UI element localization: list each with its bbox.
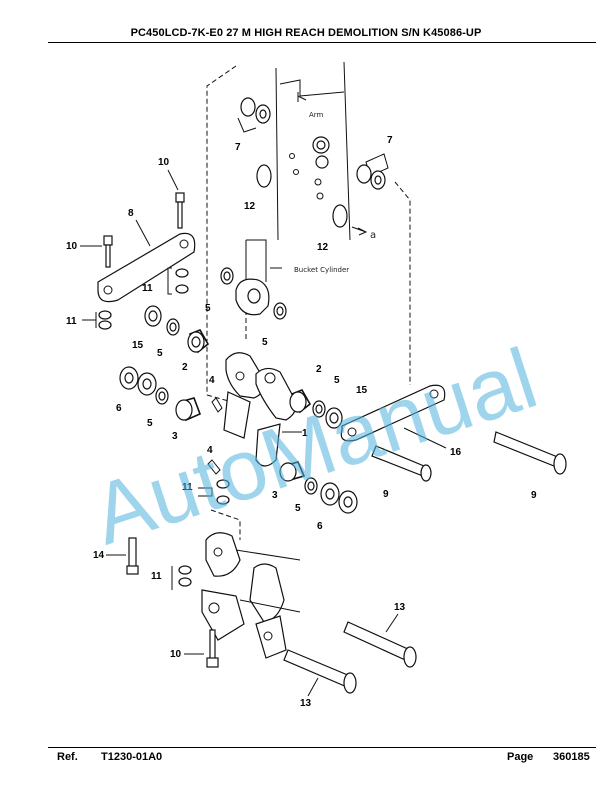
part-13-pin [343,621,417,668]
callout-2: 2 [316,364,322,375]
callout-11: 11 [182,482,193,493]
part-10-bolt [103,235,113,268]
callout-7: 7 [235,142,241,153]
callout-13: 13 [394,602,406,613]
leader-13 [307,677,319,697]
part-4-fitting [207,459,221,475]
callout-7: 7 [387,135,393,146]
watermark: AutoManual [82,330,548,563]
callout-10: 10 [66,241,78,252]
callout-14: 14 [93,550,105,561]
part-9-pin [371,445,432,482]
part-10-bolt [206,629,219,668]
callout-4: 4 [207,445,213,456]
part-2-bushing [187,328,210,354]
part-6-shims [320,482,358,514]
part-2-bushing [289,388,312,414]
callout-10: 10 [158,157,170,168]
leader-10 [167,169,179,191]
ref-a-label: a [370,230,376,241]
part-15-shim [325,407,343,429]
part-7-right [356,153,389,190]
callout-10: 10 [170,649,182,660]
callout-6: 6 [116,403,122,414]
part-5-bushing [273,302,287,320]
callout-13: 13 [300,698,312,709]
leader-13 [385,613,399,633]
header-rule [48,42,596,43]
lower-bracket [201,532,301,659]
callout-2: 2 [182,362,188,373]
part-10-bolt [175,192,185,229]
part-8-link [97,232,196,303]
footer-ref-label: Ref. [57,751,78,763]
part-16-link [340,384,446,442]
leader-16 [403,427,447,449]
arm-label: Arm [309,111,324,119]
callout-11: 11 [151,571,162,582]
arm-structure [275,61,351,241]
part-5-bushing [312,400,326,418]
part-12-ring [332,204,348,228]
part-3-bushing [279,461,306,482]
footer-ref-value: T1230-01A0 [101,751,163,763]
callout-6: 6 [317,521,323,532]
callout-3: 3 [272,490,278,501]
callout-11: 11 [66,316,77,327]
part-14-bolt [126,537,139,575]
part-13-pin [283,649,357,694]
part-11-nuts [198,479,230,505]
bucket-cylinder [235,239,270,316]
part-15-shim [144,305,162,327]
part-5-bushing [166,318,180,336]
callout-5: 5 [147,418,153,429]
footer-page-value: 360185 [553,751,590,763]
callout-12: 12 [317,242,329,253]
page-title: PC450LCD-7K-E0 27 M HIGH REACH DEMOLITIO… [130,27,482,39]
part-4-fitting [211,397,223,413]
callout-5: 5 [205,303,211,314]
part-12-ring [256,164,272,188]
callout-9: 9 [531,490,537,501]
callout-5: 5 [334,375,340,386]
callout-15: 15 [132,340,144,351]
leader-right [394,181,411,385]
callout-12: 12 [244,201,256,212]
callout-3: 3 [172,431,178,442]
part-5-bushing [220,267,234,285]
part-1-link [223,352,297,467]
part-11-nuts [171,565,192,590]
callout-5: 5 [157,348,163,359]
part-7-upper [237,97,271,133]
callout-8: 8 [128,208,134,219]
leader-8 [135,219,151,247]
callout-16: 16 [450,447,462,458]
part-11-nuts [167,267,189,295]
callout-9: 9 [383,489,389,500]
part-6-shims [119,366,157,396]
callout-4: 4 [209,375,215,386]
part-9-pin [493,431,567,475]
part-5-bushing [155,387,169,405]
callout-5: 5 [295,503,301,514]
callout-1: 1 [302,428,308,439]
leader-lower [210,509,241,540]
footer-rule [48,747,596,748]
arrow-a [351,226,368,236]
footer-page-label: Page [507,751,534,763]
bucket-cylinder-label: Bucket Cylinder [294,266,349,274]
callout-11: 11 [142,283,153,294]
part-11-nuts [82,310,112,330]
part-3-bushing [175,397,202,422]
leader-left [206,65,237,403]
part-5-bushing [304,477,318,495]
callout-15: 15 [356,385,368,396]
callout-5: 5 [262,337,268,348]
